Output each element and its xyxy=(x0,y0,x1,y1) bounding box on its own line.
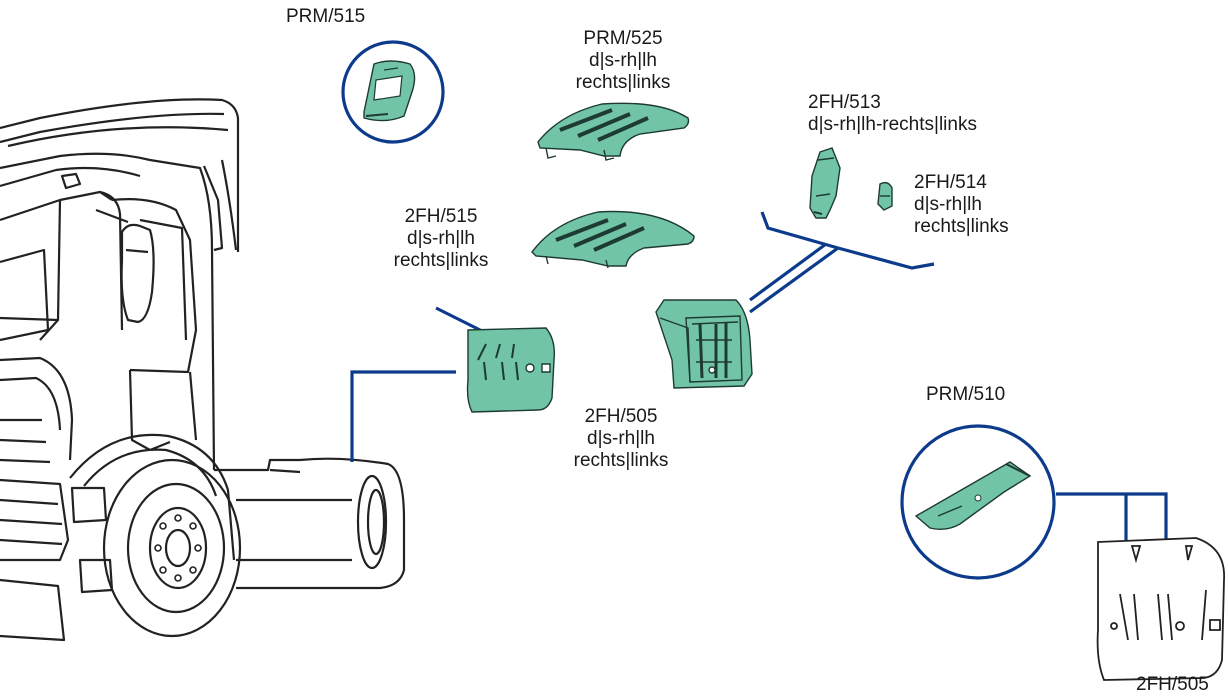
part-2fh505-outline xyxy=(1096,537,1225,681)
label-2fh505-side: d|s-rh|lh xyxy=(587,428,655,449)
leader-center-b xyxy=(749,242,827,302)
label-prm525-code: PRM/525 xyxy=(583,28,663,49)
label-2fh505-side-de: rechts|links xyxy=(573,450,669,471)
label-2fh505-code: 2FH/505 xyxy=(584,406,658,427)
label-2fh505-bottom-code: 2FH/505 xyxy=(1136,674,1209,695)
label-2fh513-code: 2FH/513 xyxy=(808,92,881,113)
leader-2fh505-left xyxy=(350,370,456,462)
label-prm515: PRM/515 xyxy=(286,6,365,28)
label-2fh515-code: 2FH/515 xyxy=(404,206,478,227)
part-2fh513-bracket xyxy=(809,147,841,219)
label-prm525: PRM/525 d|s-rh|lh rechts|links xyxy=(548,28,698,94)
label-prm515-code: PRM/515 xyxy=(286,6,366,27)
label-2fh514: 2FH/514 d|s-rh|lh rechts|links xyxy=(914,172,1009,238)
label-prm510-code: PRM/510 xyxy=(926,384,1006,405)
label-2fh515-side: d|s-rh|lh xyxy=(407,228,475,249)
part-2fh505-panel xyxy=(466,327,556,413)
part-2fh515-cover xyxy=(531,210,695,269)
truck-outline xyxy=(0,98,406,642)
part-2fh514-clip xyxy=(877,181,893,211)
label-2fh515-side-de: rechts|links xyxy=(393,250,489,271)
label-2fh505-bottom: 2FH/505 xyxy=(1136,674,1209,696)
detail-circle-prm515 xyxy=(341,40,445,144)
label-2fh514-side-de: rechts|links xyxy=(914,216,1009,237)
label-2fh505: 2FH/505 d|s-rh|lh rechts|links xyxy=(546,406,696,472)
leader-lines xyxy=(350,211,1168,585)
label-2fh513-side: d|s-rh|lh-rechts|links xyxy=(808,114,977,135)
label-2fh513: 2FH/513 d|s-rh|lh-rechts|links xyxy=(808,92,977,136)
part-2fh505-assembly xyxy=(655,299,753,389)
leader-center-a xyxy=(749,246,839,314)
leader-2fh513-514 xyxy=(760,211,935,270)
label-prm525-side-de: rechts|links xyxy=(575,72,671,93)
label-2fh514-side: d|s-rh|lh xyxy=(914,194,982,215)
detail-circle-prm510 xyxy=(900,424,1056,580)
label-prm510: PRM/510 xyxy=(926,384,1005,406)
label-2fh515: 2FH/515 d|s-rh|lh rechts|links xyxy=(366,206,516,272)
label-prm525-side: d|s-rh|lh xyxy=(589,50,657,71)
part-prm525-cover xyxy=(537,102,690,161)
label-2fh514-code: 2FH/514 xyxy=(914,172,987,193)
